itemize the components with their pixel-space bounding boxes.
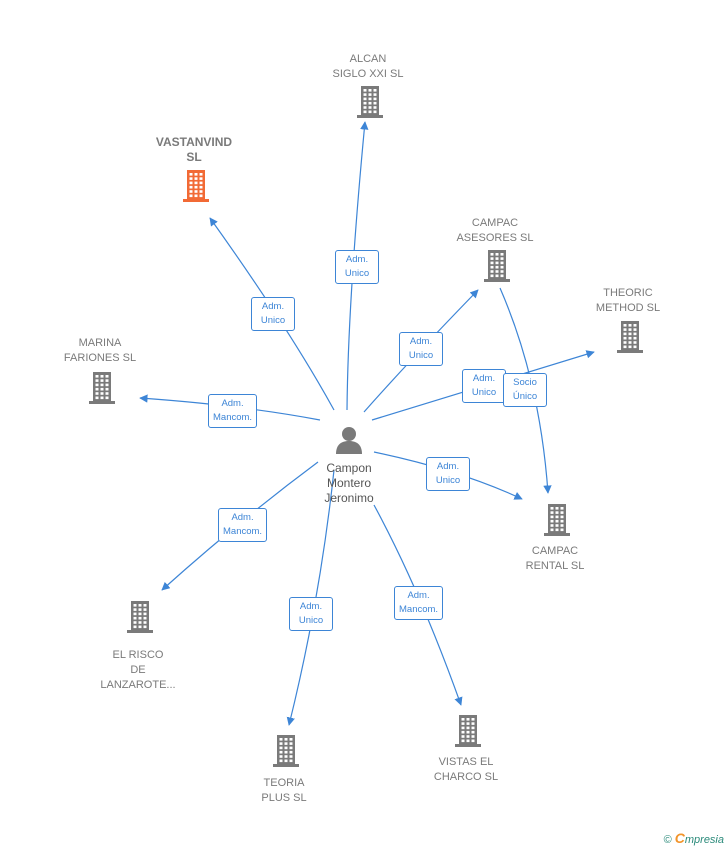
company-node-el-risco[interactable] xyxy=(125,600,155,639)
center-person-node[interactable] xyxy=(334,425,364,460)
company-node-campac-rental[interactable] xyxy=(542,503,572,542)
company-name-alcan[interactable]: ALCAN SIGLO XXI SL xyxy=(332,53,404,80)
relation-label[interactable]: Adm. Mancom. xyxy=(208,394,258,428)
company-node-teoria[interactable] xyxy=(271,734,301,773)
company-name-campac-asesores[interactable]: CAMPAC ASESORES SL xyxy=(456,217,534,244)
company-node-campac-asesores[interactable] xyxy=(482,249,512,288)
brand-logo-initial: C xyxy=(674,830,685,846)
company-name-vistas[interactable]: VISTAS EL CHARCO SL xyxy=(433,756,499,783)
company-name-teoria[interactable]: TEORIA PLUS SL xyxy=(261,777,307,804)
building-icon xyxy=(127,601,153,633)
relation-label[interactable]: Adm. Unico xyxy=(251,297,295,331)
relation-label[interactable]: Adm. Unico xyxy=(289,597,333,631)
person-icon xyxy=(336,427,362,454)
center-person-name[interactable]: Campon Montero Jeronimo xyxy=(324,461,374,505)
company-node-alcan[interactable] xyxy=(355,85,385,124)
building-icon xyxy=(89,372,115,404)
company-name-marina[interactable]: MARINA FARIONES SL xyxy=(63,337,137,364)
building-icon xyxy=(617,321,643,353)
building-icon xyxy=(544,504,570,536)
relation-label[interactable]: Adm. Unico xyxy=(399,332,443,366)
footer-brand: © Cmpresia xyxy=(664,830,724,846)
company-name-el-risco[interactable]: EL RISCO DE LANZAROTE... xyxy=(100,649,176,691)
relation-label[interactable]: Adm. Mancom. xyxy=(218,508,268,542)
company-node-vistas[interactable] xyxy=(453,714,483,753)
building-icon xyxy=(273,735,299,767)
building-icon xyxy=(183,170,209,202)
relation-label[interactable]: Socio Único xyxy=(503,373,547,407)
company-node-vastanvind[interactable] xyxy=(181,169,211,208)
company-name-theoric[interactable]: THEORIC METHOD SL xyxy=(595,287,661,314)
building-icon xyxy=(455,715,481,747)
relation-label[interactable]: Adm. Unico xyxy=(426,457,470,491)
company-node-theoric[interactable] xyxy=(615,320,645,359)
brand-logo-text: mpresia xyxy=(684,834,724,846)
copyright-symbol: © xyxy=(663,834,672,846)
company-name-vastanvind[interactable]: VASTANVIND SL xyxy=(155,135,233,164)
relation-label[interactable]: Adm. Unico xyxy=(335,250,379,284)
company-name-campac-rental[interactable]: CAMPAC RENTAL SL xyxy=(525,545,585,572)
building-icon xyxy=(484,250,510,282)
company-node-marina[interactable] xyxy=(87,371,117,410)
relation-label[interactable]: Adm. Mancom. xyxy=(394,586,444,620)
relation-label[interactable]: Adm. Unico xyxy=(462,369,506,403)
building-icon xyxy=(357,86,383,118)
